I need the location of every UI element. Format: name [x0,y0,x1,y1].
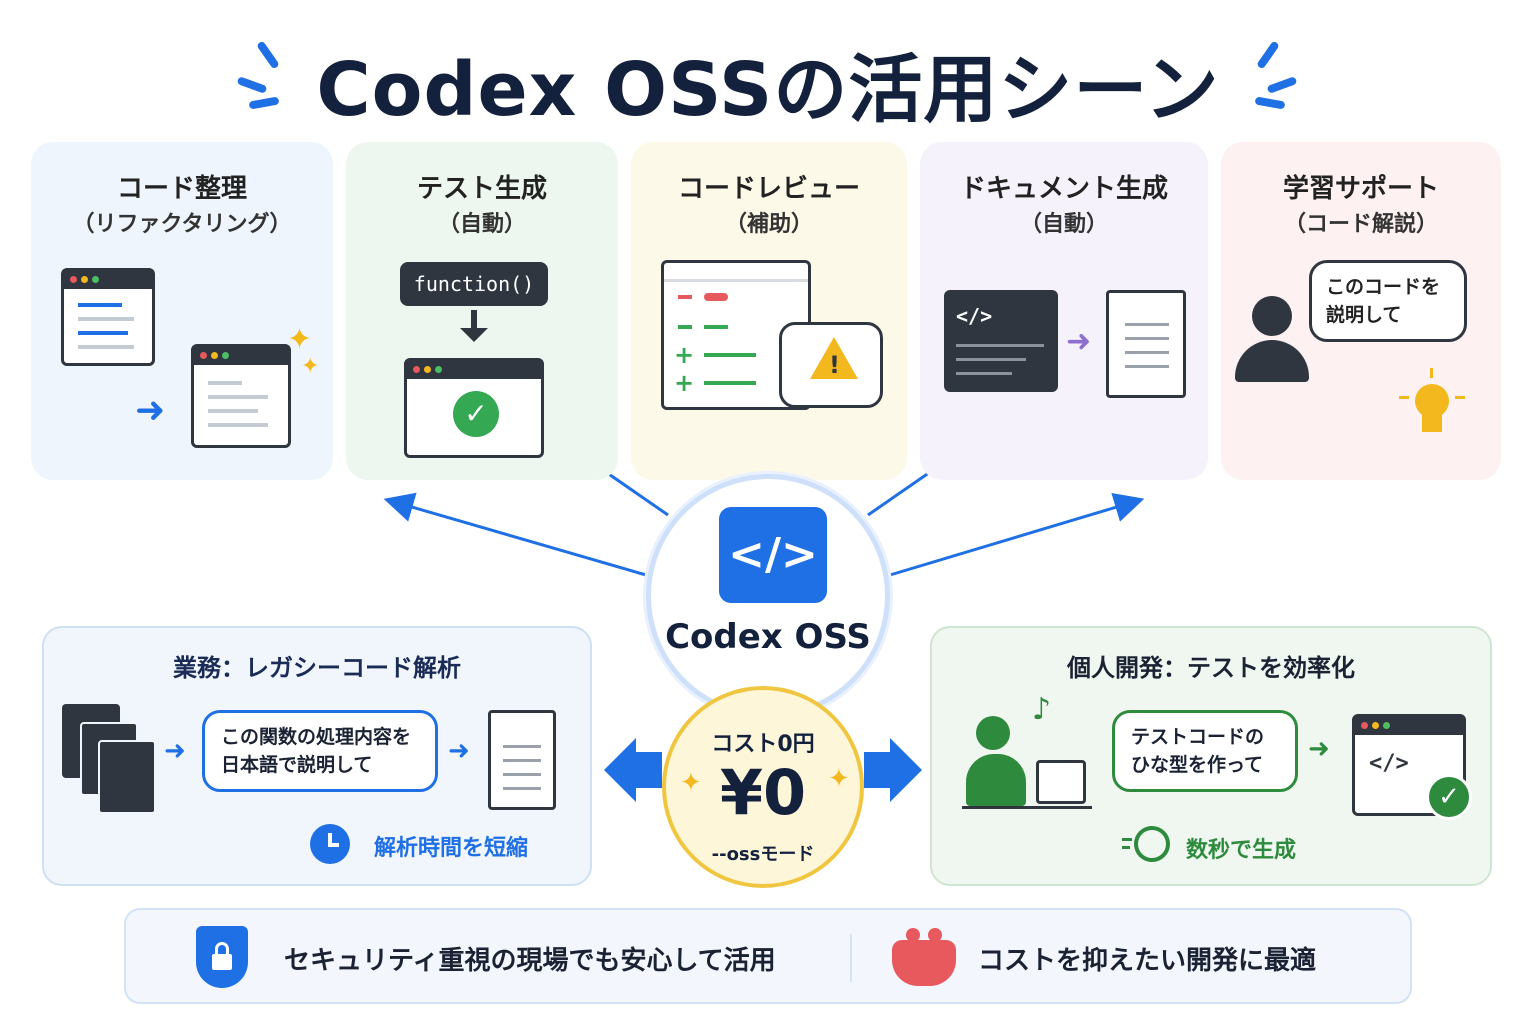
person-icon [1235,296,1309,382]
footer-right-text: コストを抑えたい開発に最適 [978,946,1317,976]
arrow-right-icon: ➜ [135,390,166,431]
code-editor-icon: </> [944,290,1058,392]
before-code-window-icon [61,268,155,366]
arrow-right-icon: ➜ [164,736,186,766]
arrow-right-icon: ➜ [1308,734,1330,764]
card-subtitle: （リファクタリング） [72,212,292,237]
question-bubble: このコードを 説明して [1309,260,1467,342]
arrow-to-personal [864,738,922,802]
codex-oss-hub: </> Codex OSS [646,474,890,718]
arrow-right-icon: ➜ [448,736,470,766]
check-circle-icon: ✓ [453,391,499,437]
page-title: Codex OSSの活用シーン [316,47,1220,133]
card-documentation: ドキュメント生成 （自動） </> ➜ [920,142,1208,480]
arrow-down-icon [460,310,488,344]
card-subtitle: （コード解説） [1283,212,1438,237]
stacked-files-icon [62,704,158,814]
card-subtitle: （補助） [724,212,813,237]
card-title: コードレビュー [677,174,860,204]
request-bubble: テストコードの ひな型を作って [1112,710,1298,792]
after-code-window-icon [191,344,291,448]
function-code-label: function() [400,262,548,306]
arrow-to-learning [889,492,1145,577]
arrow-to-business [604,738,662,802]
cost-coin: コスト0円 ¥0 --ossモード ✦ ✦ [662,686,864,888]
card-subtitle: （自動） [1019,212,1108,237]
test-pass-window-icon: ✓ [404,358,544,458]
card-code-review: コードレビュー （補助） + + ! [631,142,907,480]
cost-value: ¥0 [719,756,807,829]
footer-divider [850,934,852,982]
card-title: 学習サポート [1282,174,1439,204]
panel-title: 個人開発：テストを効率化 [1067,654,1355,682]
shield-lock-icon [196,926,248,988]
music-note-icon: ♪ [1032,692,1052,727]
sparkle-icon: ✦ [287,322,313,357]
developer-laptop-icon [962,716,1092,812]
footer-left-text: セキュリティ重視の現場でも安心して活用 [284,946,776,976]
cost-label: コスト0円 [711,732,815,757]
mode-label: --ossモード [711,844,815,865]
card-title: テスト生成 [416,174,547,204]
hub-label: Codex OSS [665,617,871,657]
panel-business: 業務：レガシーコード解析 ➜ この関数の処理内容を 日本語で説明して ➜ 解析時… [42,626,592,886]
arrow-to-refactor [383,492,647,577]
result-text: 数秒で生成 [1186,838,1297,863]
card-title: ドキュメント生成 [959,174,1168,204]
warning-bubble-icon: ! [779,322,883,408]
result-text: 解析時間を短縮 [374,836,529,861]
card-subtitle: （自動） [437,212,526,237]
footer-banner: セキュリティ重視の現場でも安心して活用 コストを抑えたい開発に最適 [124,908,1412,1004]
warning-icon [810,337,858,379]
code-brackets-icon: </> [719,507,827,603]
stopwatch-icon [1122,824,1170,864]
panel-personal-dev: 個人開発：テストを効率化 ♪ テストコードの ひな型を作って ➜ </> ✓ 数… [930,626,1492,886]
arrow-right-icon: ➜ [1066,324,1092,359]
document-icon [1106,290,1186,398]
sparkle-icon: ✦ [828,764,850,794]
card-refactoring: コード整理 （リファクタリング） ➜ ✦ ✦ [31,142,333,480]
purse-icon [892,928,956,986]
card-learning-support: 学習サポート （コード解説） このコードを 説明して [1221,142,1501,480]
lightbulb-icon [1393,364,1469,454]
clock-icon [310,824,350,864]
panel-title: 業務：レガシーコード解析 [173,654,461,682]
request-bubble: この関数の処理内容を 日本語で説明して [202,710,438,792]
document-icon [488,710,556,810]
card-title: コード整理 [116,174,247,204]
sparkle-icon: ✦ [301,354,320,379]
card-test-generation: テスト生成 （自動） function() ✓ [346,142,618,480]
sparkle-icon: ✦ [680,768,702,798]
check-circle-icon: ✓ [1426,774,1472,820]
